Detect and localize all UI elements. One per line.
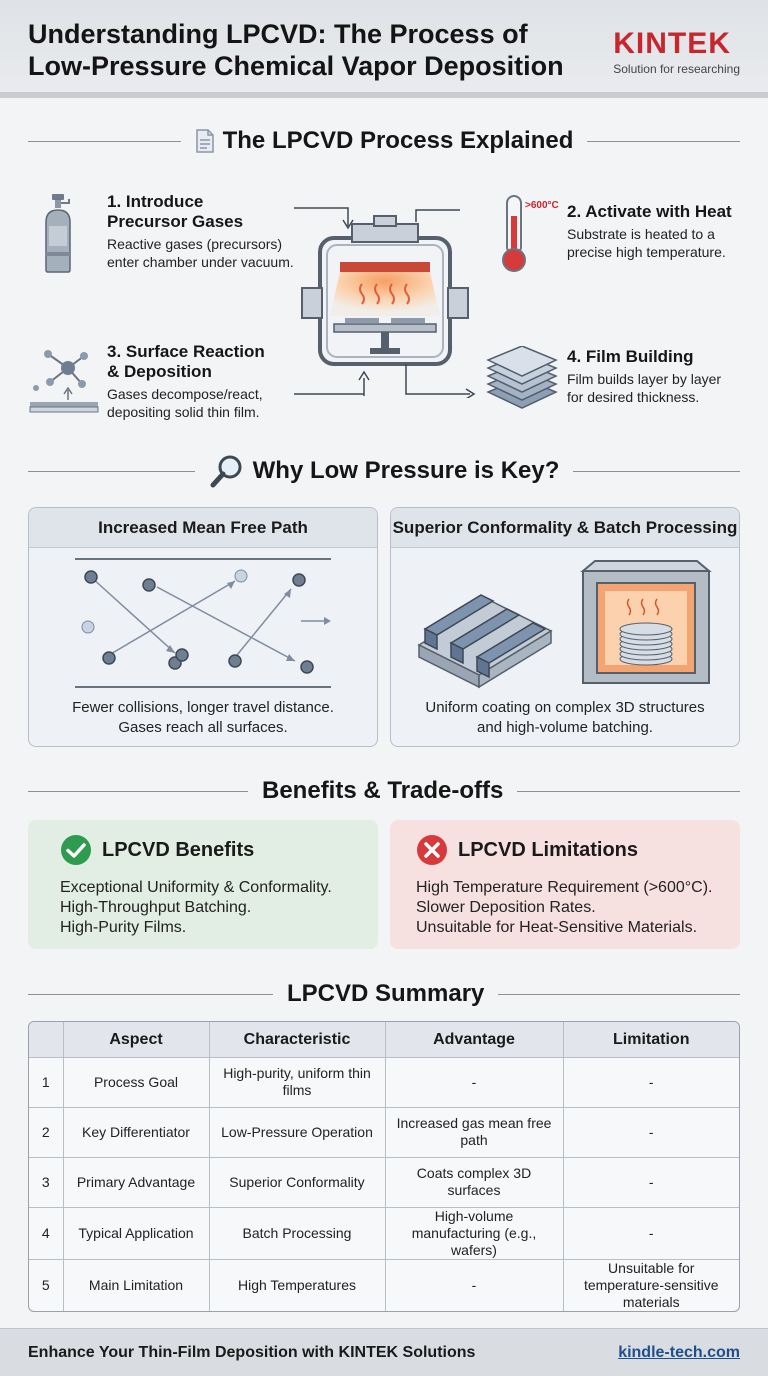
table-row: 3 Primary Advantage Superior Conformalit… [29,1156,739,1208]
table-cell: Low-Pressure Operation [208,1106,386,1158]
thermometer-icon: >600°C [502,195,559,272]
conformality-title: Superior Conformality & Batch Processing [391,508,739,548]
table-cell: Key Differentiator [62,1106,210,1158]
table-cell: - [562,1206,739,1260]
table-cell: 1 [29,1056,64,1108]
table-cell: Superior Conformality [208,1156,386,1208]
step-4-title: 4. Film Building [567,347,694,366]
summary-heading: LPCVD Summary [28,976,740,1012]
title-line-2: Low-Pressure Chemical Vapor Deposition [28,51,564,81]
batch-furnace [580,560,712,684]
chamber-temperature-label: >600°C [525,200,559,211]
table-cell: Batch Processing [208,1206,386,1260]
table-cell: 4 [29,1206,64,1260]
column-header [29,1022,64,1058]
table-cell: Primary Advantage [62,1156,210,1208]
step-4: 4. Film Building Film builds layer by la… [567,347,757,406]
mean-free-path-panel: Increased Mean Free Path [28,507,378,747]
table-cell: Increased gas mean free path [384,1106,564,1158]
trench-structure [417,594,553,689]
step-3: 3. Surface Reaction & Deposition Gases d… [107,342,297,421]
process-heading: The LPCVD Process Explained [28,123,740,159]
column-header: Limitation [562,1022,739,1058]
list-item: Unsuitable for Heat-Sensitive Materials. [416,919,698,936]
step-1-desc: Reactive gases (precursors) enter chambe… [107,236,294,270]
page-title: Understanding LPCVD: The Process of Low-… [28,18,588,82]
limitations-list: High Temperature Requirement (>600°C). S… [416,878,740,938]
table-cell: Typical Application [62,1206,210,1260]
molecule-icon [29,350,99,413]
table-cell: Coats complex 3D surfaces [384,1156,564,1208]
table-cell: High Temperatures [208,1258,386,1311]
why-heading: Why Low Pressure is Key? [28,453,741,489]
step-1-title: 1. Introduce Precursor Gases [107,192,244,231]
table-cell: Process Goal [62,1056,210,1108]
table-header-row: Aspect Characteristic Advantage Limitati… [29,1022,739,1058]
brand-logo: KINTEK Solution for researching [613,27,740,77]
page-header: Understanding LPCVD: The Process of Low-… [0,0,768,98]
step-3-desc: Gases decompose/react, depositing solid … [107,386,263,420]
step-2: 2. Activate with Heat Substrate is heate… [567,202,757,261]
list-item: High Temperature Requirement (>600°C). [416,879,713,896]
benefits-list: Exceptional Uniformity & Conformality. H… [60,878,378,938]
table-cell: - [384,1258,564,1311]
step-4-desc: Film builds layer by layer for desired t… [567,371,722,405]
limitations-title: LPCVD Limitations [458,838,639,861]
check-circle-icon [61,835,91,865]
list-item: High-Throughput Batching. [60,899,252,916]
page-footer: Enhance Your Thin-Film Deposition with K… [0,1328,768,1376]
step-2-desc: Substrate is heated to a precise high te… [567,226,726,260]
table-cell: High-volume manufacturing (e.g., wafers) [384,1206,564,1260]
x-circle-icon [417,835,447,865]
step-3-title: 3. Surface Reaction & Deposition [107,342,265,381]
footer-text: Enhance Your Thin-Film Deposition with K… [28,1343,476,1361]
list-item: Exceptional Uniformity & Conformality. [60,879,332,896]
table-cell: Main Limitation [62,1258,210,1311]
table-cell: Unsuitable for temperature-sensitive mat… [562,1258,739,1311]
table-row: 1 Process Goal High-purity, uniform thin… [29,1056,739,1108]
title-line-1: Understanding LPCVD: The Process of [28,19,528,49]
conformality-panel: Superior Conformality & Batch Processing [390,507,740,747]
step-1: 1. Introduce Precursor Gases Reactive ga… [107,192,327,271]
mean-free-path-title: Increased Mean Free Path [29,508,377,548]
conformality-diagram [417,560,712,689]
summary-heading-text: LPCVD Summary [287,980,485,1007]
footer-link[interactable]: kindle-tech.com [618,1343,740,1361]
table-row: 5 Main Limitation High Temperatures - Un… [29,1258,739,1311]
table-cell: - [562,1106,739,1158]
brand-name: KINTEK [613,27,731,60]
brand-tagline: Solution for researching [613,62,740,76]
document-icon [195,129,214,153]
table-row: 4 Typical Application Batch Processing H… [29,1206,739,1260]
table-cell: 2 [29,1106,64,1158]
column-header: Advantage [384,1022,564,1058]
benefits-title: LPCVD Benefits [102,838,255,861]
table-cell: 5 [29,1258,64,1311]
conformality-caption: Uniform coating on complex 3D structures… [425,699,705,736]
lpcvd-chamber-diagram [294,207,476,398]
magnifier-icon [210,455,242,488]
process-heading-text: The LPCVD Process Explained [222,127,574,154]
column-header: Characteristic [208,1022,386,1058]
table-cell: 3 [29,1156,64,1208]
limitations-box: LPCVD Limitations High Temperature Requi… [390,820,740,949]
why-heading-text: Why Low Pressure is Key? [252,457,560,484]
tradeoffs-heading-text: Benefits & Trade-offs [262,777,504,804]
list-item: High-Purity Films. [60,919,187,936]
gas-cylinder-icon [45,194,71,273]
mean-free-path-caption: Fewer collisions, longer travel distance… [72,699,334,736]
layers-icon [486,346,558,409]
table-cell: - [384,1056,564,1108]
table-cell: High-purity, uniform thin films [208,1056,386,1108]
tradeoffs-heading: Benefits & Trade-offs [28,773,740,809]
summary-table: Aspect Characteristic Advantage Limitati… [28,1021,740,1312]
step-2-title: 2. Activate with Heat [567,202,732,221]
table-cell: - [562,1056,739,1108]
mean-free-path-diagram [75,558,331,688]
benefits-box: LPCVD Benefits Exceptional Uniformity & … [28,820,378,949]
list-item: Slower Deposition Rates. [416,899,596,916]
column-header: Aspect [62,1022,210,1058]
table-cell: - [562,1156,739,1208]
table-row: 2 Key Differentiator Low-Pressure Operat… [29,1106,739,1158]
